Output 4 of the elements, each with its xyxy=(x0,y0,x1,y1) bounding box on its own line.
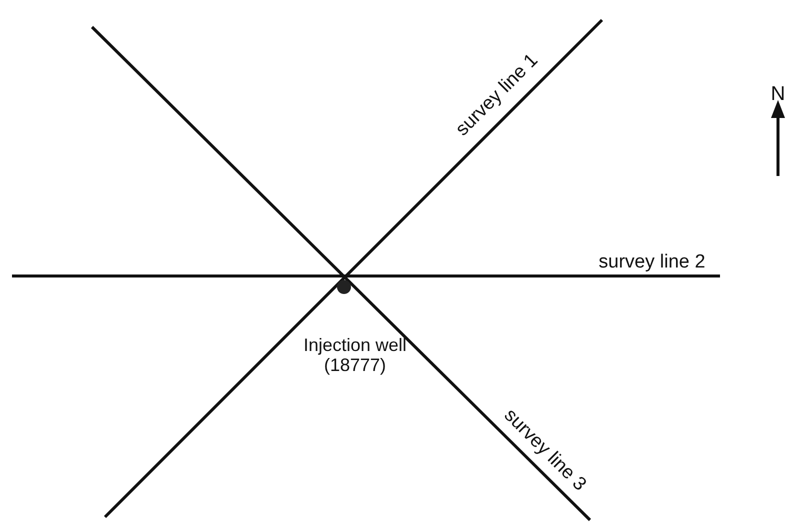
well-label: Injection well (18777) xyxy=(302,335,408,375)
north-label: N xyxy=(770,84,786,104)
well-marker xyxy=(337,280,351,294)
survey-line-label: survey line 2 xyxy=(598,252,706,272)
